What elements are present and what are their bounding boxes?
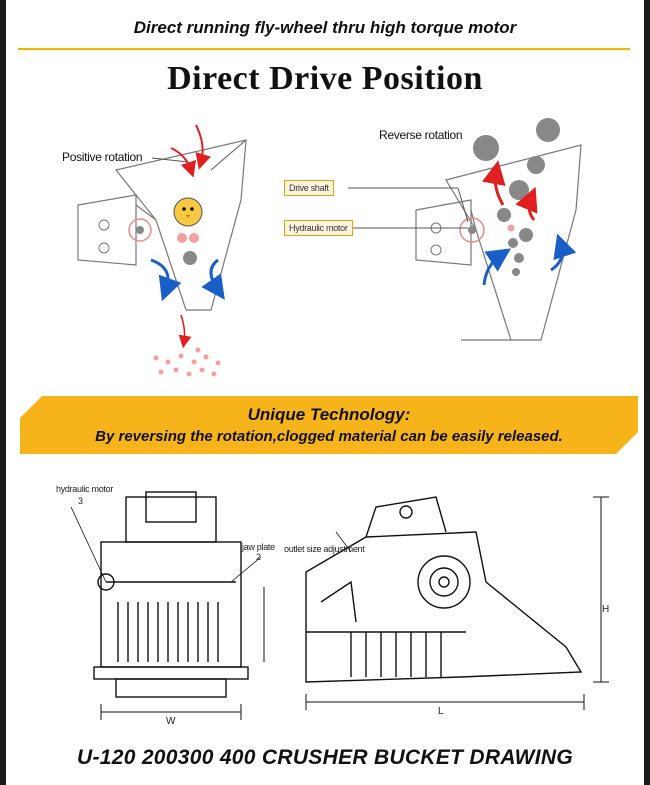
right-bucket-outline [415, 144, 582, 341]
right-drive-ring [459, 217, 485, 243]
front-view [93, 491, 249, 698]
page-title: Direct Drive Position [167, 60, 483, 97]
left-drive-ring [128, 218, 152, 242]
material-particle [183, 251, 197, 265]
drive-shaft-tag: Drive shaft [284, 180, 334, 196]
hydraulic-motor-tag: Hydraulic motor [284, 220, 353, 236]
material-particle [521, 201, 529, 209]
chick-icon [173, 197, 203, 227]
left-hole-1 [98, 219, 110, 231]
banner-corner-cut [616, 432, 638, 454]
right-hole-2 [430, 244, 442, 256]
hydraulic-motor-callout: hydraulic motor [56, 484, 114, 494]
left-bucket-outline [77, 139, 247, 311]
left-drive-shaft [136, 226, 144, 234]
red-arrow-icon [178, 314, 192, 349]
dimension-l: L [438, 706, 444, 717]
front-dimensions [70, 506, 265, 720]
callout-number-2: 2 [256, 552, 261, 562]
right-drive-shaft [468, 226, 476, 234]
blue-arrow-icon [201, 258, 225, 300]
outlet-size-callout: outlet size adjustment [284, 544, 365, 554]
leader-line [151, 157, 189, 163]
red-arrow-icon [195, 124, 211, 170]
dimension-h: H [602, 604, 610, 615]
reverse-rotation-label: Reverse rotation [379, 128, 463, 142]
banner-heading: Unique Technology: [247, 405, 411, 424]
right-material-particles [473, 118, 560, 276]
red-arrow-icon [481, 160, 506, 206]
page: Direct running fly-wheel thru high torqu… [6, 0, 644, 785]
blue-arrow-icon [150, 258, 182, 302]
blue-arrow-icon [482, 248, 511, 286]
red-arrow-icon [515, 186, 538, 221]
material-particle [177, 233, 187, 243]
top-caption: Direct running fly-wheel thru high torqu… [133, 18, 517, 37]
banner-text: By reversing the rotation,clogged materi… [95, 428, 563, 445]
drawing-caption: U-120 200300 400 CRUSHER BUCKET DRAWING [76, 746, 573, 769]
side-view [305, 496, 583, 683]
material-particle [507, 224, 515, 232]
material-particle [189, 233, 199, 243]
divider-rule [18, 48, 630, 50]
side-dimensions [305, 496, 609, 710]
callout-number-3: 3 [78, 496, 83, 506]
left-hole-2 [98, 242, 110, 254]
rotation-diagram: Positive rotation Reverse rotation Drive… [6, 110, 644, 395]
crusher-bucket-drawing [70, 491, 609, 720]
red-arrow-icon [170, 147, 197, 178]
jaw-plate-callout: jaw plate [242, 542, 275, 552]
unique-technology-banner: Unique Technology: By reversing the rota… [20, 396, 638, 454]
crusher-rotation-illustration [77, 118, 582, 377]
blue-arrow-icon [550, 233, 577, 272]
positive-rotation-label: Positive rotation [62, 150, 143, 164]
falling-particles [153, 347, 221, 377]
technical-drawing: hydraulic motor 3 jaw plate 2 outlet siz… [6, 472, 644, 747]
banner-corner-cut [20, 396, 42, 418]
dimension-w: W [166, 716, 176, 727]
